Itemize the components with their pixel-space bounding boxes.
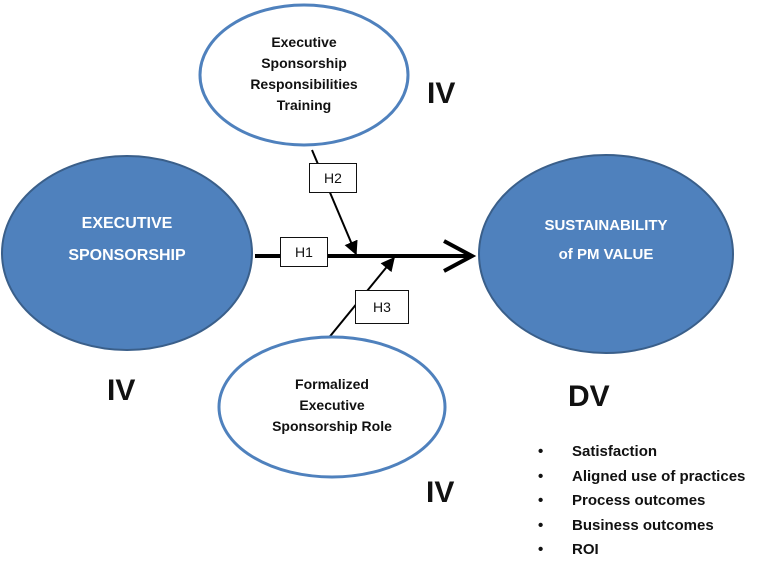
list-item: • Aligned use of practices bbox=[538, 465, 745, 490]
sustainability-line-1: SUSTAINABILITY bbox=[544, 217, 668, 234]
outcome-text: Satisfaction bbox=[572, 443, 658, 460]
executive-sponsorship-label: EXECUTIVE SPONSORSHIP bbox=[27, 208, 227, 272]
list-item: • Process outcomes bbox=[538, 489, 745, 514]
outcome-text: Business outcomes bbox=[572, 516, 714, 534]
list-item: • Business outcomes bbox=[538, 514, 745, 539]
training-line-4: Training bbox=[276, 97, 332, 113]
sustainability-line-2: of PM VALUE bbox=[558, 246, 654, 263]
formalized-role-label: Formalized Executive Sponsorship Role bbox=[232, 374, 432, 437]
bullet-icon: • bbox=[538, 516, 544, 534]
bullet-icon: • bbox=[538, 541, 544, 558]
dv-label: DV bbox=[568, 380, 610, 413]
bullet-icon: • bbox=[538, 443, 544, 460]
training-line-3: Responsibilities bbox=[250, 76, 358, 92]
formalized-role-line-2: Executive bbox=[299, 397, 365, 413]
iv-left-label: IV bbox=[107, 374, 136, 407]
executive-sponsorship-ellipse bbox=[1, 155, 253, 351]
h1-box: H1 bbox=[280, 237, 328, 267]
training-ellipse bbox=[198, 3, 410, 147]
outcome-text: ROI bbox=[572, 541, 599, 558]
iv-bottom-label: IV bbox=[426, 476, 455, 509]
h2-box: H2 bbox=[309, 163, 357, 193]
main-arrow-head bbox=[443, 239, 477, 273]
formalized-role-line-3: Sponsorship Role bbox=[272, 418, 392, 434]
iv-top-label: IV bbox=[427, 77, 456, 110]
training-label: Executive Sponsorship Responsibilities T… bbox=[214, 32, 394, 116]
sustainability-label: SUSTAINABILITY of PM VALUE bbox=[491, 211, 721, 269]
outcomes-list: •Satisfaction •Aligned use of practices … bbox=[538, 440, 745, 563]
bullet-icon: • bbox=[538, 492, 544, 509]
formalized-role-ellipse bbox=[217, 335, 447, 479]
list-item: • ROI bbox=[538, 538, 745, 563]
formalized-role-line-1: Formalized bbox=[295, 376, 369, 392]
executive-sponsorship-line-2: SPONSORSHIP bbox=[68, 247, 186, 264]
training-line-2: Sponsorship bbox=[261, 55, 347, 71]
executive-sponsorship-line-1: EXECUTIVE bbox=[81, 215, 173, 232]
list-item: • Satisfaction bbox=[538, 440, 745, 465]
h3-box: H3 bbox=[355, 290, 409, 324]
outcome-text: Aligned use of practices bbox=[572, 467, 746, 485]
training-line-1: Executive bbox=[271, 34, 337, 50]
sustainability-ellipse bbox=[478, 154, 734, 354]
outcome-text: Process outcomes bbox=[572, 492, 706, 509]
bullet-icon: • bbox=[538, 467, 544, 485]
